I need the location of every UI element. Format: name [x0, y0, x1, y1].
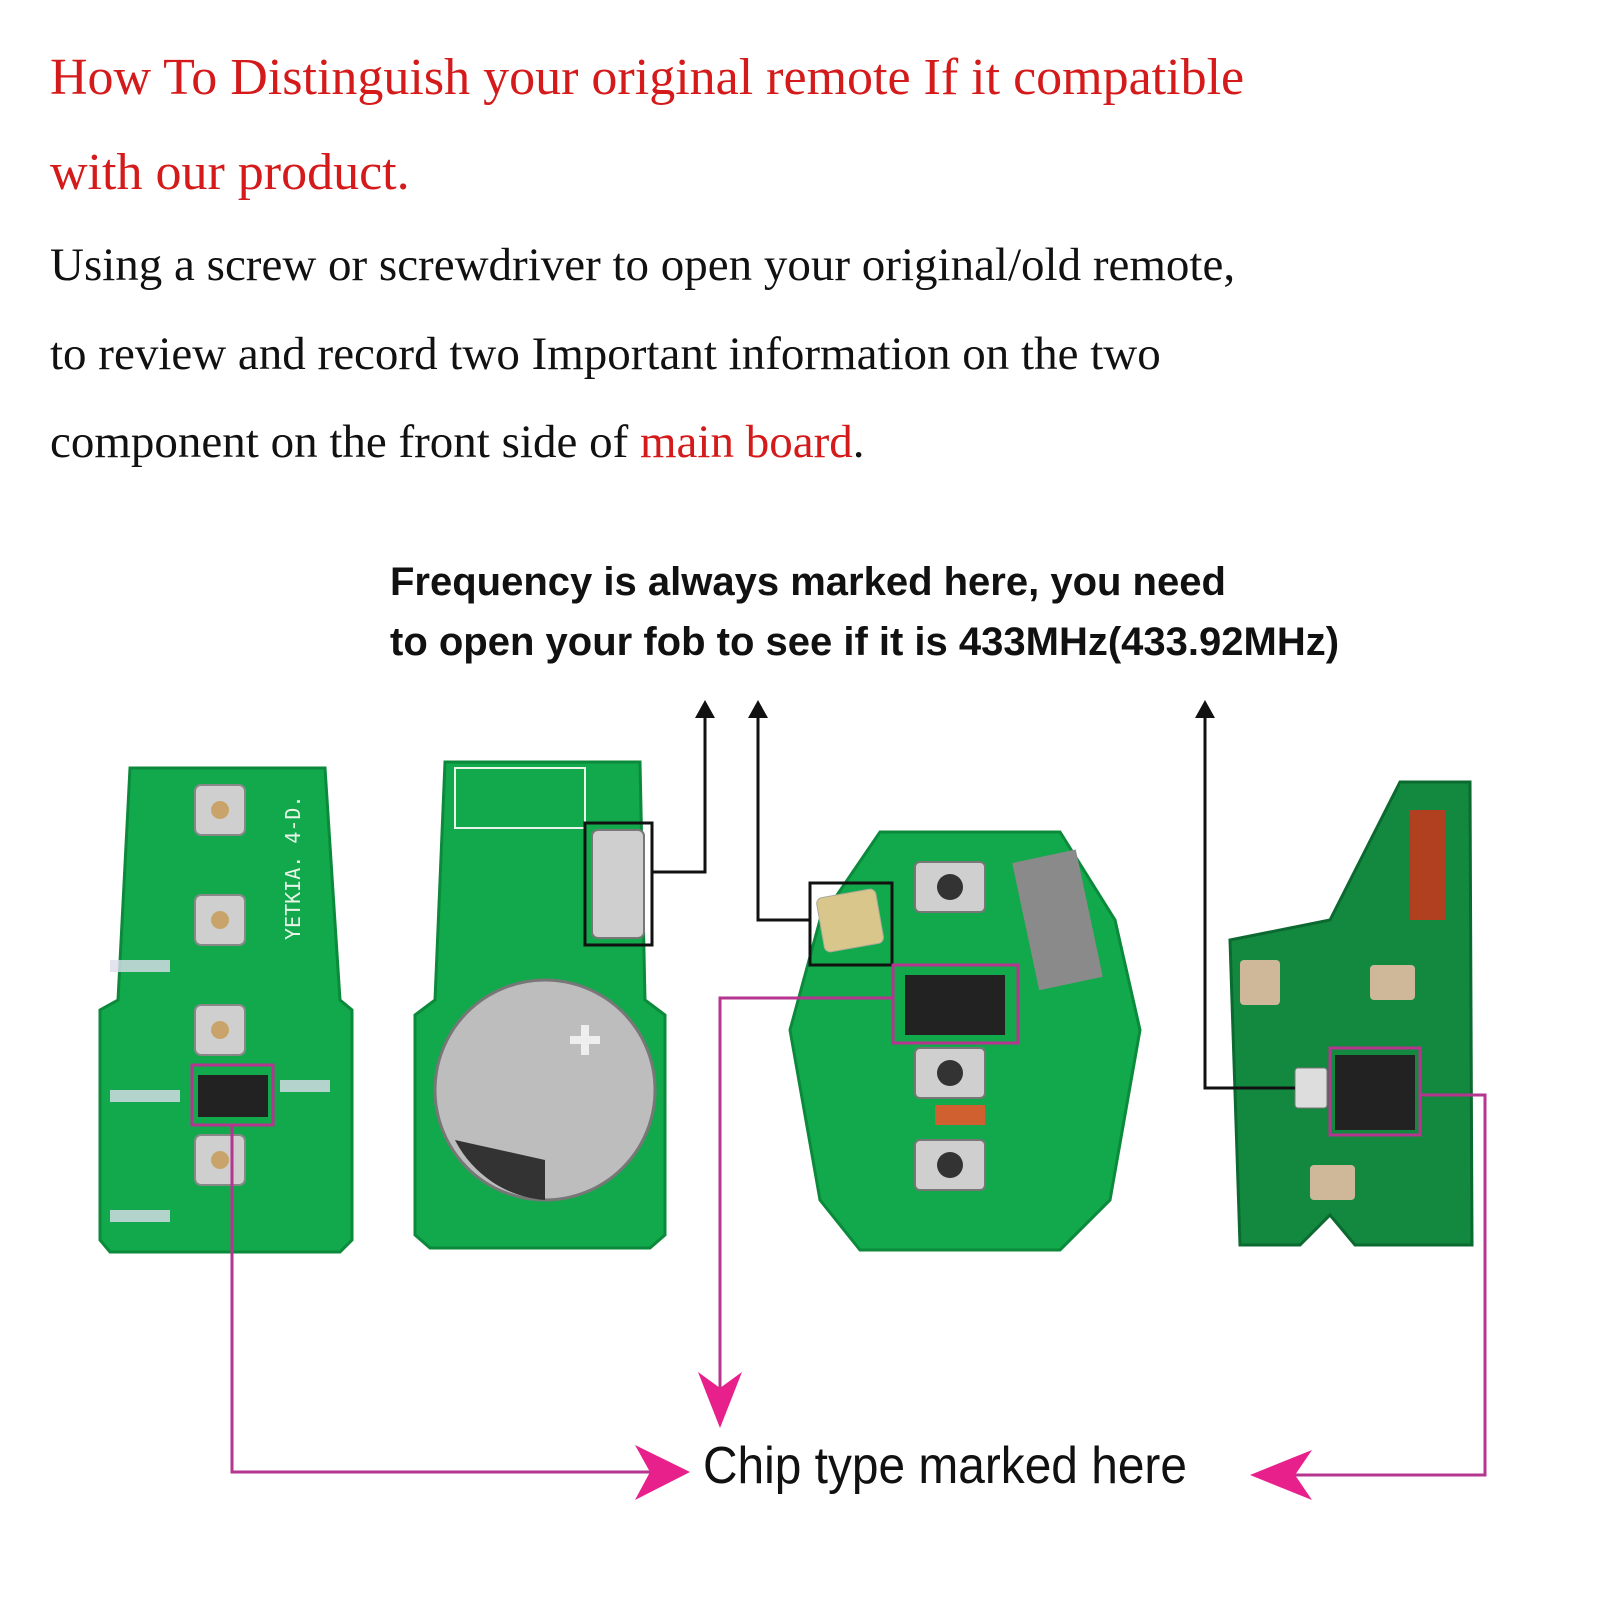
pcb-board-4 [1228, 780, 1474, 1247]
instruction-line-3: component on the front side of main boar… [50, 415, 864, 469]
pcb-board-1: YETKIA. 4-D. [98, 766, 354, 1254]
main-board-highlight: main board [639, 416, 853, 468]
frequency-note-line-2: to open your fob to see if it is 433MHz(… [390, 620, 1340, 664]
heading-line-1: How To Distinguish your original remote … [50, 49, 1245, 106]
frequency-pointers [583, 712, 1295, 1090]
pcb-board-3 [788, 830, 1142, 1252]
chip-note: Chip type marked here [703, 1437, 1187, 1495]
instruction-prefix: component on the front side of [50, 416, 640, 468]
pcb-board-2 [413, 760, 667, 1250]
instruction-suffix: . [852, 416, 865, 468]
instruction-line-1: Using a screw or screwdriver to open you… [50, 239, 1236, 291]
instruction-line-2: to review and record two Important infor… [50, 328, 1161, 380]
chip-arrowheads [635, 1372, 1312, 1500]
heading-line-2: with our product. [50, 144, 410, 201]
chip-pointers [190, 963, 1487, 1477]
frequency-note-line-1: Frequency is always marked here, you nee… [390, 560, 1226, 604]
frequency-arrowheads [695, 700, 1215, 718]
board-label: YETKIA. 4-D. [281, 796, 305, 941]
